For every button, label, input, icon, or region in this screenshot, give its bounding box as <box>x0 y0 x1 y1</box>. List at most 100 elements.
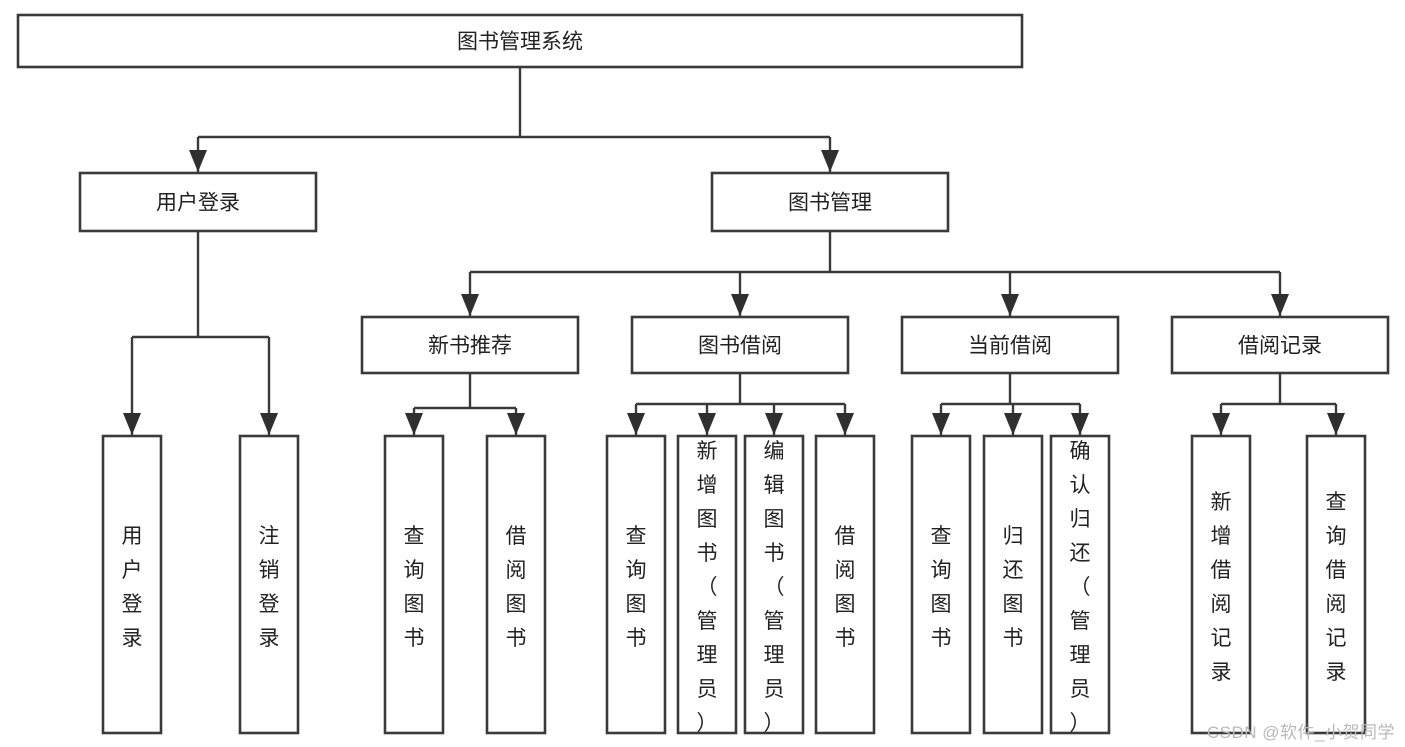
node-label-leaf-user-login: 户 <box>122 559 143 582</box>
arrow-head-icon <box>1071 413 1089 435</box>
arrow-head-icon <box>765 413 783 435</box>
node-box-leaf-query-record[interactable] <box>1305 434 1367 735</box>
node-user-login[interactable]: 用户登录 <box>78 171 318 233</box>
arrow-head-icon <box>731 294 749 316</box>
node-label-leaf-confirm-return: 还 <box>1070 542 1091 565</box>
node-box-new-book-recommend[interactable] <box>360 315 580 375</box>
node-book-borrow[interactable]: 图书借阅 <box>630 315 850 375</box>
node-label-leaf-query-book-rec: 查 <box>404 525 425 548</box>
node-label-leaf-query-book-brw: 询 <box>626 559 647 582</box>
node-label-root: 图书管理系统 <box>457 31 583 54</box>
node-box-leaf-user-login[interactable] <box>101 434 163 735</box>
node-label-leaf-return-book: 图 <box>1003 593 1024 616</box>
node-box-leaf-add-book[interactable] <box>676 434 738 735</box>
node-label-leaf-confirm-return: 管 <box>1070 610 1091 633</box>
node-label-leaf-confirm-return: （ <box>1070 576 1091 599</box>
node-label-leaf-edit-book: ） <box>764 712 785 735</box>
node-box-leaf-edit-book[interactable] <box>743 434 805 735</box>
node-label-leaf-return-book: 书 <box>1003 627 1024 650</box>
node-label-leaf-edit-book: 理 <box>764 644 785 667</box>
arrow-head-icon <box>189 150 207 172</box>
arrow-head-icon <box>1004 413 1022 435</box>
node-label-leaf-borrow-book-rec: 书 <box>506 627 527 650</box>
node-label-current-borrow: 当前借阅 <box>968 335 1052 358</box>
node-label-leaf-borrow-book-rec: 借 <box>506 525 527 548</box>
node-box-leaf-borrow-book-rec[interactable] <box>485 434 547 735</box>
node-label-leaf-edit-book: 书 <box>764 542 785 565</box>
node-box-book-borrow[interactable] <box>630 315 850 375</box>
node-box-leaf-query-book-cur[interactable] <box>910 434 972 735</box>
node-label-leaf-user-login: 登 <box>122 593 143 616</box>
node-label-leaf-query-book-cur: 查 <box>931 525 952 548</box>
arrow-head-icon <box>461 294 479 316</box>
node-box-leaf-query-book-rec[interactable] <box>383 434 445 735</box>
node-label-leaf-add-book: 书 <box>697 542 718 565</box>
arrow-head-icon <box>836 413 854 435</box>
node-current-borrow[interactable]: 当前借阅 <box>900 315 1120 375</box>
arrow-head-icon <box>1001 294 1019 316</box>
node-label-leaf-add-book: 图 <box>697 508 718 531</box>
node-label-leaf-return-book: 还 <box>1003 559 1024 582</box>
node-label-leaf-query-record: 记 <box>1326 627 1347 650</box>
node-box-book-manage[interactable] <box>710 171 950 233</box>
node-box-leaf-confirm-return[interactable] <box>1049 434 1111 735</box>
node-label-leaf-add-record: 阅 <box>1211 593 1232 616</box>
node-label-leaf-edit-book: 员 <box>764 678 785 701</box>
node-label-leaf-query-book-rec: 询 <box>404 559 425 582</box>
node-label-leaf-logout: 销 <box>259 559 280 582</box>
node-box-leaf-borrow-book-brw[interactable] <box>814 434 876 735</box>
node-new-book-recommend[interactable]: 新书推荐 <box>360 315 580 375</box>
node-label-leaf-confirm-return: 归 <box>1070 508 1091 531</box>
node-label-leaf-borrow-book-brw: 借 <box>835 525 856 548</box>
node-label-leaf-edit-book: 图 <box>764 508 785 531</box>
node-label-leaf-query-book-brw: 图 <box>626 593 647 616</box>
node-label-leaf-add-record: 记 <box>1211 627 1232 650</box>
node-book-manage[interactable]: 图书管理 <box>710 171 950 233</box>
node-leaf-user-login[interactable]: 用户登录 <box>101 434 163 735</box>
arrow-head-icon <box>260 413 278 435</box>
node-label-leaf-add-record: 录 <box>1211 661 1232 684</box>
node-label-leaf-add-book: 增 <box>697 474 718 497</box>
csdn-watermark: CSDN @软件_小贺同学 <box>1206 723 1395 742</box>
node-label-leaf-query-book-cur: 书 <box>931 627 952 650</box>
arrow-head-icon <box>507 413 525 435</box>
node-label-leaf-add-record: 借 <box>1211 559 1232 582</box>
node-label-leaf-borrow-book-rec: 阅 <box>506 559 527 582</box>
node-root[interactable]: 图书管理系统 <box>16 13 1024 69</box>
node-box-leaf-add-record[interactable] <box>1190 434 1252 735</box>
node-box-user-login[interactable] <box>78 171 318 233</box>
arrow-head-icon <box>698 413 716 435</box>
node-box-leaf-return-book[interactable] <box>982 434 1044 735</box>
node-box-root[interactable] <box>16 13 1024 69</box>
node-label-leaf-add-book: ） <box>697 712 718 735</box>
node-label-leaf-logout: 注 <box>259 525 280 548</box>
node-box-current-borrow[interactable] <box>900 315 1120 375</box>
node-borrow-record[interactable]: 借阅记录 <box>1170 315 1390 375</box>
node-label-leaf-borrow-book-brw: 图 <box>835 593 856 616</box>
node-label-leaf-query-book-rec: 图 <box>404 593 425 616</box>
node-label-leaf-edit-book: 编 <box>764 440 785 463</box>
node-label-leaf-borrow-book-brw: 阅 <box>835 559 856 582</box>
node-box-leaf-query-book-brw[interactable] <box>605 434 667 735</box>
node-label-leaf-query-book-brw: 书 <box>626 627 647 650</box>
node-label-leaf-confirm-return: ） <box>1070 712 1091 735</box>
node-label-leaf-confirm-return: 确 <box>1070 440 1091 463</box>
node-box-borrow-record[interactable] <box>1170 315 1390 375</box>
node-label-leaf-add-record: 新 <box>1211 491 1232 514</box>
nodes-layer: 图书管理系统用户登录图书管理新书推荐图书借阅当前借阅借阅记录用户登录注销登录查询… <box>16 13 1390 735</box>
node-label-leaf-edit-book: 管 <box>764 610 785 633</box>
node-label-leaf-add-book: 管 <box>697 610 718 633</box>
node-box-leaf-logout[interactable] <box>238 434 300 735</box>
